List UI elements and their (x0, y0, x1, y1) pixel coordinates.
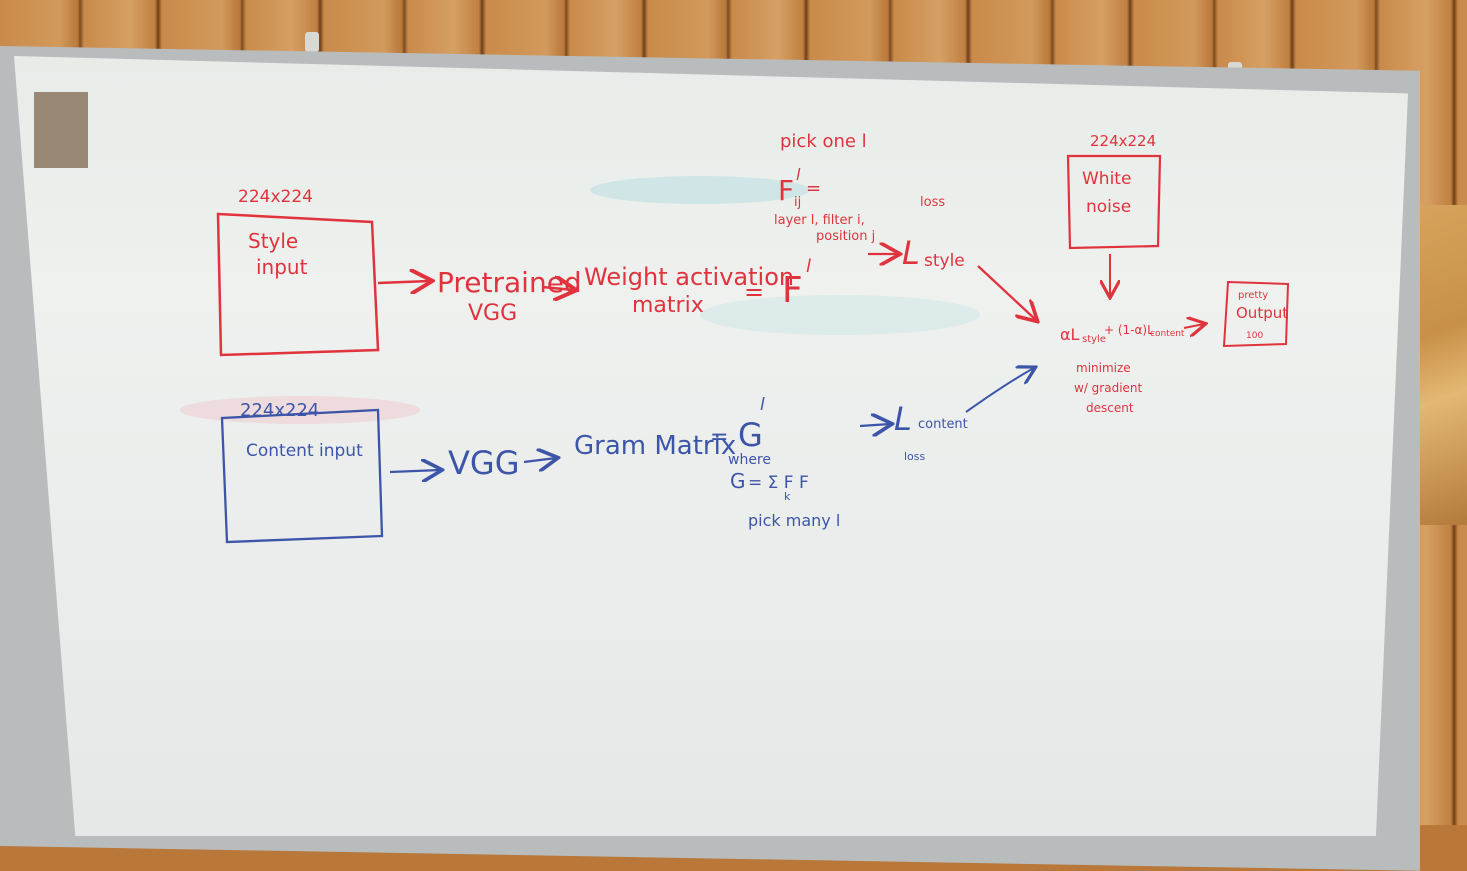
style-loss-caption: loss (920, 195, 945, 210)
whiteboard-diagram: 224x224 Style input Pretrained VGG Weigh… (180, 131, 1290, 544)
content-label: Content input (246, 441, 363, 461)
weight-activation-label: Weight activation (584, 263, 794, 291)
white-label: White (1082, 169, 1131, 189)
combined-loss: αL style + (1-α)L content (1060, 323, 1185, 345)
combined-style-sub: style (1082, 334, 1106, 345)
Gij-formula: = Σ F F (748, 473, 809, 493)
Fij-superscript: l (796, 165, 801, 184)
sum-index: k (784, 490, 791, 503)
tape-patch (34, 92, 88, 168)
content-loss-caption: loss (904, 450, 926, 463)
minimize-line2: w/ gradient (1074, 381, 1143, 395)
arrow (389, 470, 440, 472)
style-input-box: 224x224 Style input (216, 187, 380, 357)
style-label-line1: Style (248, 229, 298, 253)
content-input-box: 224x224 Content input (220, 400, 384, 544)
arrow (523, 458, 556, 462)
output-line2: Output (1236, 304, 1288, 322)
equals-sign: = (744, 278, 764, 306)
F-symbol: F (782, 270, 803, 311)
pretrained-vgg-label: VGG (468, 301, 517, 326)
combined-plus: + (1-α)L (1104, 323, 1154, 337)
Fij-def-line2: position j (816, 229, 875, 244)
matrix-label: matrix (632, 293, 704, 318)
pick-one-label: pick one l (780, 131, 867, 152)
Fij-subscript: ij (794, 195, 801, 210)
whiteboard (14, 56, 1408, 836)
where-label: where (728, 452, 771, 468)
Gij-symbol: G (730, 469, 746, 493)
L-style-symbol: L (902, 234, 920, 272)
arrow (1183, 324, 1204, 328)
combined-content-sub: content (1150, 329, 1185, 339)
style-label-line2: input (256, 255, 308, 279)
arrow (965, 368, 1034, 413)
arrow (377, 281, 430, 283)
gram-matrix-label: Gram Matrix (574, 431, 736, 461)
F-superscript: l (806, 256, 811, 277)
arrow (977, 265, 1036, 320)
pretrained-label: Pretrained (437, 266, 582, 299)
arrow (859, 424, 890, 426)
minimize-line3: descent (1086, 401, 1134, 415)
white-noise-box: 224x224 White noise (1066, 132, 1162, 250)
G-superscript: l (760, 395, 765, 415)
output-box: pretty Output 100 (1222, 280, 1290, 348)
content-size-label: 224x224 (240, 400, 319, 421)
combined-alpha-L: αL (1060, 325, 1080, 344)
minimize-line1: minimize (1076, 361, 1131, 375)
pick-many-label: pick many l (748, 511, 840, 530)
noise-size-label: 224x224 (1090, 132, 1156, 150)
style-size-label: 224x224 (238, 187, 313, 207)
output-line3: 100 (1246, 331, 1263, 341)
noise-label: noise (1086, 197, 1131, 217)
Fij-def-line1: layer l, filter i, (774, 213, 865, 228)
G-symbol: G (738, 416, 763, 454)
gram-equals: = (710, 425, 728, 450)
hook-icon (305, 32, 319, 52)
L-style-subscript: style (924, 251, 965, 271)
vgg-label: VGG (448, 444, 519, 482)
L-content-symbol: L (894, 400, 912, 438)
arrow (541, 287, 574, 290)
Fij-equals: = (806, 178, 821, 199)
Fij-symbol: F (778, 174, 794, 207)
output-line1: pretty (1238, 290, 1268, 301)
L-content-subscript: content (918, 417, 968, 432)
